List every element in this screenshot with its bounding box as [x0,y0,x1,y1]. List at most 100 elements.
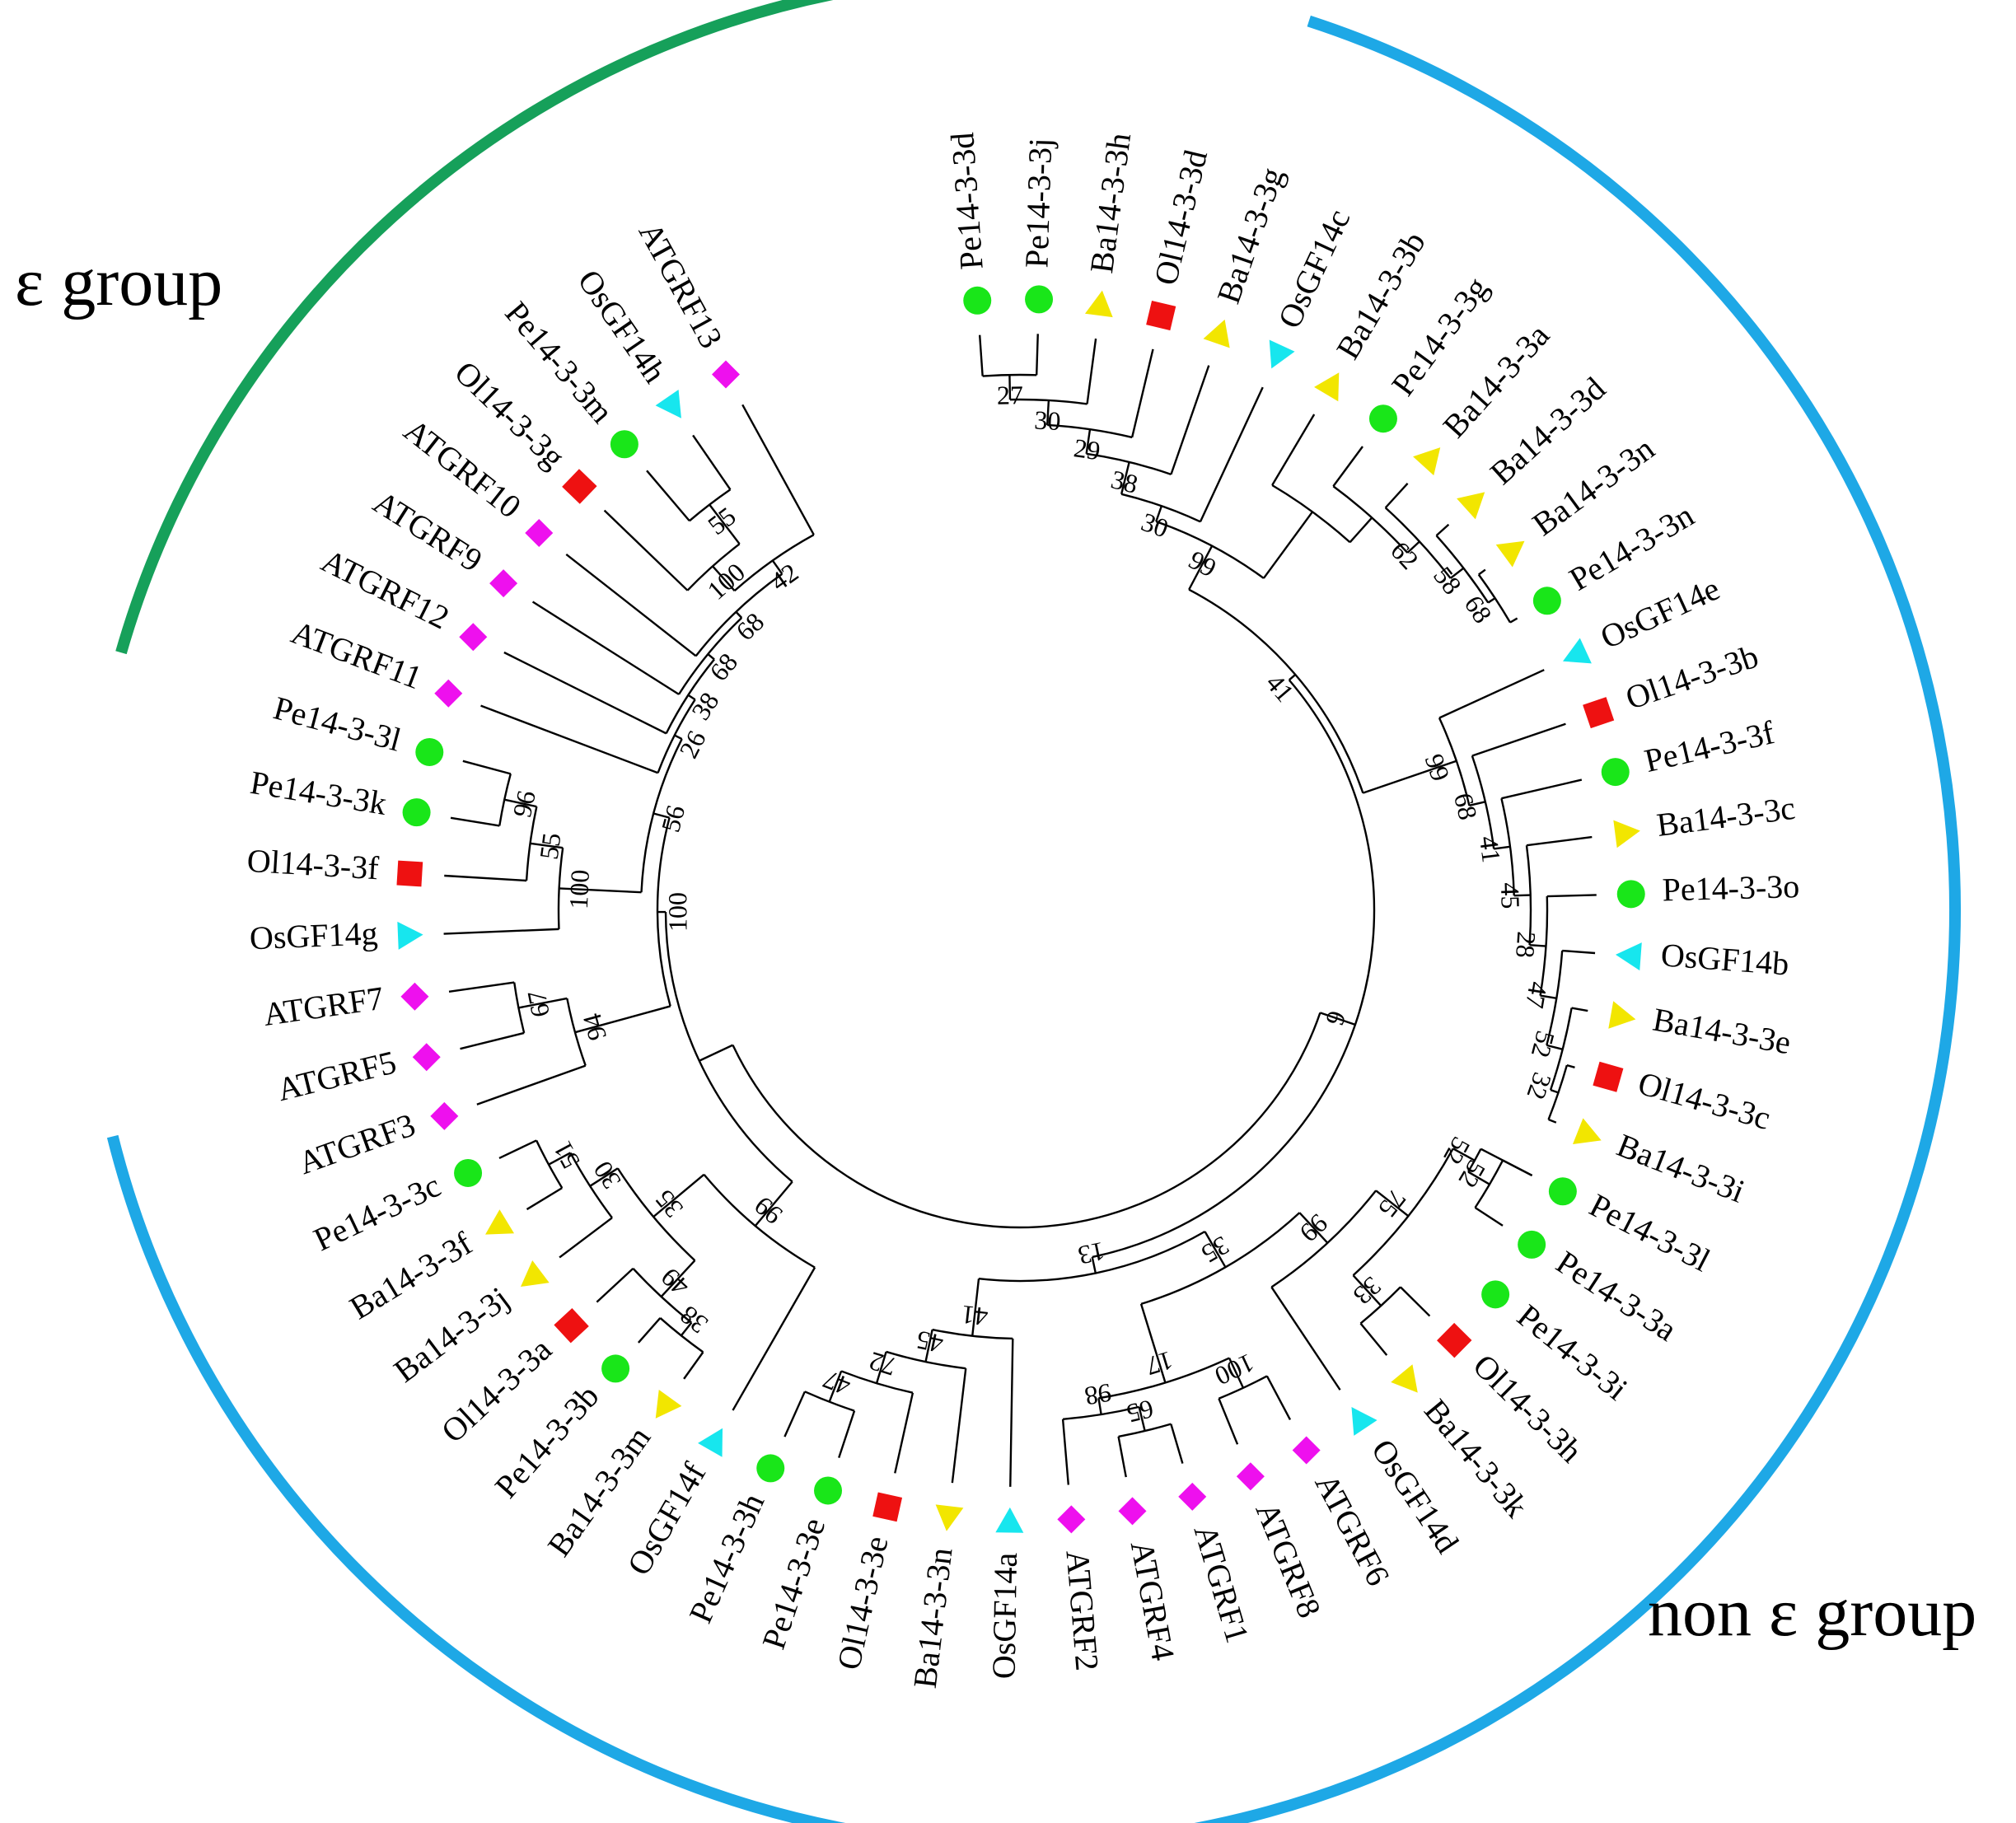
bootstrap-value: 99 [1184,545,1221,583]
internal-branch [503,798,537,808]
internal-branch [1008,375,1012,400]
bootstrap-value: 67 [522,989,555,1020]
clade-arc [1546,950,1564,1046]
Pe-marker-icon [1548,1177,1577,1206]
Ol-marker-icon [872,1492,903,1522]
leaf-branch [692,434,732,490]
internal-branch [1188,545,1214,591]
bootstrap-value: 100 [662,892,692,932]
Os-marker-icon [1562,638,1592,664]
internal-branch [680,1321,693,1337]
internal-branch [548,1152,571,1166]
AT-marker-icon [459,623,488,652]
leaf-label: Pe14-3-3h [681,1488,771,1629]
internal-branch [1449,567,1465,579]
internal-branch [1529,943,1546,947]
leaf-branch [637,1317,662,1344]
bootstrap-value: 17 [1143,1345,1176,1381]
leaf-branch [894,1392,914,1474]
clade-arc [840,1370,914,1394]
Pe-marker-icon [1616,880,1645,909]
Ba-marker-icon [520,1260,550,1287]
Ba-marker-icon [1608,1001,1636,1029]
internal-branch [1298,1212,1329,1244]
clade-arc [1120,493,1201,523]
Pe-marker-icon [1518,1230,1546,1259]
leaf-branch [1501,778,1583,800]
internal-branch [771,559,783,575]
internal-branch [699,1044,734,1062]
internal-branch [530,842,564,849]
Pe-marker-icon [963,286,992,315]
leaf-branch [1384,482,1409,509]
leaf-label: Ba14-3-3e [1650,1001,1794,1062]
Ol-marker-icon [1593,1061,1624,1092]
internal-branch [1288,674,1297,681]
epsilon-group-arc [115,0,834,655]
leaf-label: OsGF14e [1595,569,1725,656]
bootstrap-value: 96 [507,788,541,820]
clade-arc [525,806,538,881]
leaf-branch [1332,446,1363,487]
Ba-marker-icon [1391,1364,1418,1393]
internal-branch [653,812,670,819]
clade-arc [1477,573,1512,624]
leaf-label: Ol14-3-3b [1621,638,1762,717]
leaf-branch [460,1031,525,1050]
leaf-branch [498,1139,537,1160]
clade-arc [1384,507,1452,579]
leaf-branch [683,1351,704,1380]
Ba-marker-icon [1413,447,1441,476]
leaf-branch [559,1217,613,1259]
bootstrap-value: 28 [1510,931,1541,959]
clade-arc [632,1268,693,1324]
AT-marker-icon [1118,1497,1147,1526]
internal-branch [1045,400,1050,426]
bootstrap-value: 98 [1083,1378,1113,1412]
clade-arc [733,534,815,592]
internal-branch [653,1194,680,1218]
Ol-marker-icon [396,860,423,887]
clade-arc [1009,398,1088,405]
leaf-label: ATGRF4 [1124,1538,1182,1663]
internal-branch [1085,428,1092,455]
Ol-marker-icon [554,1307,589,1344]
clade-arc [569,1152,613,1219]
AT-marker-icon [434,679,463,708]
Pe-marker-icon [601,1354,630,1383]
bootstrap-value: 32 [1521,1069,1557,1104]
Pe-marker-icon [1481,1280,1510,1309]
clade-arc [656,817,671,1007]
bootstrap-value: 47 [819,1364,854,1401]
leaf-branch [1086,338,1097,404]
leaf-branch [978,334,984,376]
internal-branch [1406,540,1420,554]
bootstrap-value: 100 [1210,1348,1259,1391]
internal-branch [1362,760,1457,794]
internal-branch [678,1173,705,1197]
leaf-branch [1471,722,1566,757]
bootstrap-value: 27 [997,380,1024,410]
clade-arc [695,573,783,657]
bootstrap-value: 99 [1420,750,1456,785]
leaf-branch [1566,1063,1575,1068]
leaf-branch [503,651,667,735]
internal-branch [735,610,743,619]
Pe-marker-icon [1025,285,1054,314]
leaf-label: ATGRF3 [293,1105,419,1181]
clade-arc [1271,484,1351,544]
Ol-marker-icon [1437,1322,1472,1358]
leaf-branch [596,1267,634,1303]
bootstrap-value: 100 [564,869,595,910]
leaf-branch [1478,568,1486,576]
leaf-branch [531,601,680,695]
clade-arc [566,998,587,1066]
species-markers [396,285,1645,1534]
leaf-branch [783,1391,806,1437]
internal-branch [1319,1012,1356,1026]
leaf-branch [1199,386,1264,522]
clade-arc [1270,1190,1378,1288]
leaf-label: ATGRF2 [1059,1549,1106,1672]
